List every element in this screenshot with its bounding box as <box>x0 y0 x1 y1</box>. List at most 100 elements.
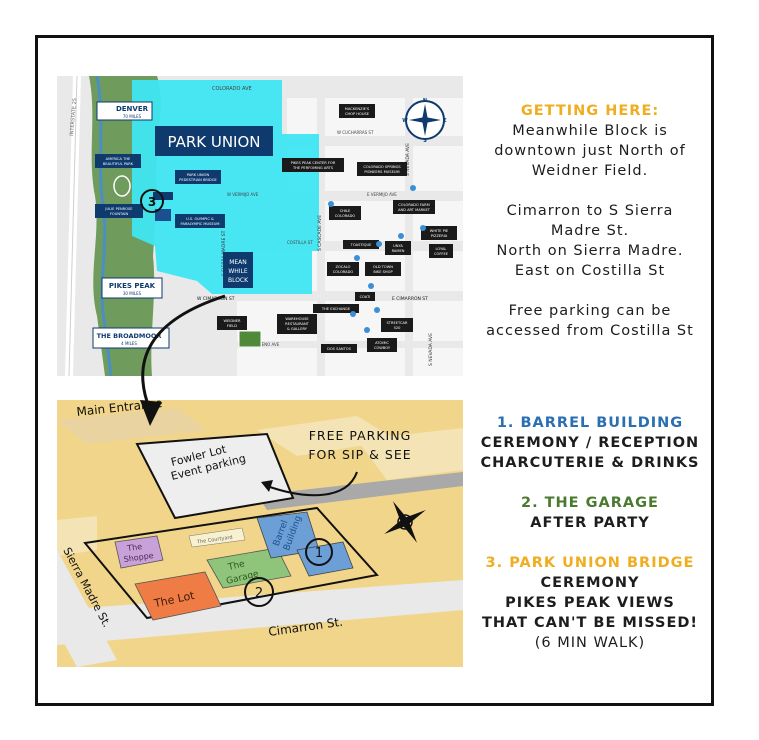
toastique-label: TOASTIQUE <box>350 243 372 247</box>
chile-l1: CHILE <box>340 209 351 213</box>
pikes-peak-sign: PIKES PEAK 30 MILES <box>101 277 163 299</box>
free-parking-l1: FREE PARKING <box>309 428 412 443</box>
broadmoor-label: THE BROADMOOR <box>97 332 162 340</box>
getting-here-line: downtown just North of <box>494 143 686 159</box>
map-pin-icon <box>420 225 426 231</box>
getting-here-line: Meanwhile Block is <box>512 123 668 139</box>
bridge-line: CEREMONY <box>540 575 640 591</box>
barrel-line: CHARCUTERIE & DRINKS <box>480 455 700 471</box>
sculpture-icon <box>113 175 131 197</box>
whitepie-l2: PIZZERIA <box>431 234 448 238</box>
map-pin-icon <box>350 311 356 317</box>
fountain-l1: JULIE PENROSE <box>104 207 133 211</box>
exchange-label: THE EXCHANGE <box>321 307 351 311</box>
mackenzies-l2: CHOP HOUSE <box>345 112 370 116</box>
loyal-l1: LOYAL <box>436 247 447 251</box>
denver-label: DENVER <box>116 105 149 113</box>
interstate-label: INTERSTATE 25 <box>69 98 78 136</box>
street-cascade: S CASCADE AVE <box>317 215 323 251</box>
street-nevada-2: S NEVADA AVE <box>428 333 434 366</box>
museum-l2: PARALYMPIC MUSEUM <box>181 222 220 226</box>
street-e-cimarron: E CIMARRON ST <box>392 296 428 302</box>
warehouse-l3: & GALLERY <box>287 327 308 331</box>
bridge-l2: PEDESTRIAN BRIDGE <box>179 178 217 182</box>
getting-here-line: Weidner Field. <box>531 163 649 179</box>
pikes-center-l2: THE PERFOMING ARTS <box>292 166 334 170</box>
zocalo-l2: COLORADO <box>333 270 354 274</box>
map-pin-icon <box>328 201 334 207</box>
zocalo-l1: ZOCALO <box>336 265 351 269</box>
garage-l1: The <box>226 559 246 573</box>
pikes-label: PIKES PEAK <box>109 282 156 290</box>
america-park-l2: BEAUTIFUL PARK <box>103 162 134 166</box>
compass-rose-icon <box>384 501 426 543</box>
garage-line: AFTER PARTY <box>530 515 650 531</box>
bridge-line: THAT CAN'T BE MISSED! <box>481 615 699 631</box>
dossantos-label: DOS SANTOS <box>327 347 352 351</box>
broadmoor-miles: 4 MILES <box>121 341 137 346</box>
streetcar-l1: STREETCAR <box>387 321 408 325</box>
weidner-l1: WEIDNER <box>223 319 241 323</box>
warehouse-l2: RESTAURANT <box>285 322 310 326</box>
marker-3: 3 <box>148 195 156 209</box>
loyal-l2: COFFEE <box>434 252 449 256</box>
compass-e: E <box>443 118 447 124</box>
courtyard-label: The Courtyard <box>196 535 233 546</box>
meanwhile-l1: MEAN <box>229 259 247 266</box>
warehouse-l1: WAREHOUSE <box>285 317 309 321</box>
map-pin-icon <box>364 327 370 333</box>
museum-icon <box>155 209 171 221</box>
pioneers-l2: PIONEERS MUSEUM <box>364 170 399 174</box>
denver-sign: DENVER 70 MILES <box>96 101 153 121</box>
farm-l2: AND ART MARKET <box>398 208 431 212</box>
chile-l2: COLORADO <box>335 214 356 218</box>
whitepie-l1: WHITE PIE <box>430 229 449 233</box>
street-e-vermijo: E VERMIJO AVE <box>367 192 397 197</box>
park-union-title: PARK UNION <box>167 133 260 151</box>
atomic-l2: COWBOY <box>374 346 391 350</box>
compass-w: W <box>402 118 408 124</box>
mackenzies-l1: MACKENZIE'S <box>345 107 370 111</box>
museum-l1: U.S. OLYMPIC & <box>186 217 214 221</box>
coati-label: COATI <box>360 295 371 299</box>
weidner-l2: FIELD <box>227 324 237 328</box>
oldtown-l1: OLD TOWN <box>373 265 393 269</box>
map-pin-icon <box>398 233 404 239</box>
getting-here-heading: GETTING HERE: <box>520 103 660 119</box>
uinya-l2: RAMEN <box>392 249 405 253</box>
streetcar-l2: 520 <box>394 326 402 330</box>
street-nevada: S NEVADA AVE <box>405 143 411 176</box>
pikes-center-l1: PIKES PEAK CENTER FOR <box>291 161 336 165</box>
street-cucharras: W CUCHARRAS ST <box>337 130 374 135</box>
compass-icon: N S E W <box>402 98 447 144</box>
free-parking-l2: FOR SIP & SEE <box>308 447 411 462</box>
meanwhile-l3: BLOCK <box>228 277 249 284</box>
atomic-l1: ATOMIC <box>375 341 389 345</box>
america-park-l1: AMERICA THE <box>106 157 131 161</box>
farm-l1: COLORADO FARM <box>398 203 429 207</box>
street-vermijo: W VERMIJO AVE <box>227 192 259 197</box>
marker-1: 1 <box>315 546 323 561</box>
street-colorado: COLORADO AVE <box>212 86 252 92</box>
compass-n: N <box>423 98 427 104</box>
meanwhile-l2: WHILE <box>228 268 248 275</box>
parking-line: accessed from Costilla St <box>486 323 694 339</box>
compass-s: S <box>423 138 427 144</box>
street-w-cimarron: W CIMARRON ST <box>197 296 235 302</box>
route-line: Madre St. <box>550 223 630 239</box>
pioneers-l1: COLORADO SPRINGS <box>363 165 401 169</box>
broadmoor-sign: THE BROADMOOR 4 MILES <box>92 327 170 349</box>
barrel-line: CEREMONY / RECEPTION <box>480 435 700 451</box>
bridge-title: 3. PARK UNION BRIDGE <box>485 555 695 571</box>
bridge-line: (6 MIN WALK) <box>534 635 646 651</box>
bridge-icon <box>153 192 173 200</box>
site-map: Main Entrance Fowler Lot Event parking F… <box>57 400 463 667</box>
city-map: INTERSTATE 25 PARK UNION COLORADO AVE W … <box>57 76 463 376</box>
parking-line: Free parking can be <box>508 303 672 319</box>
shoppe-l1: The <box>126 542 143 553</box>
bridge-l1: PARK UNION <box>187 173 210 177</box>
oldtown-l2: BIKE SHOP <box>373 270 393 274</box>
street-moreno: W MORENO AVE <box>247 342 280 347</box>
map-pin-icon <box>376 241 382 247</box>
route-line: North on Sierra Madre. <box>496 243 684 259</box>
